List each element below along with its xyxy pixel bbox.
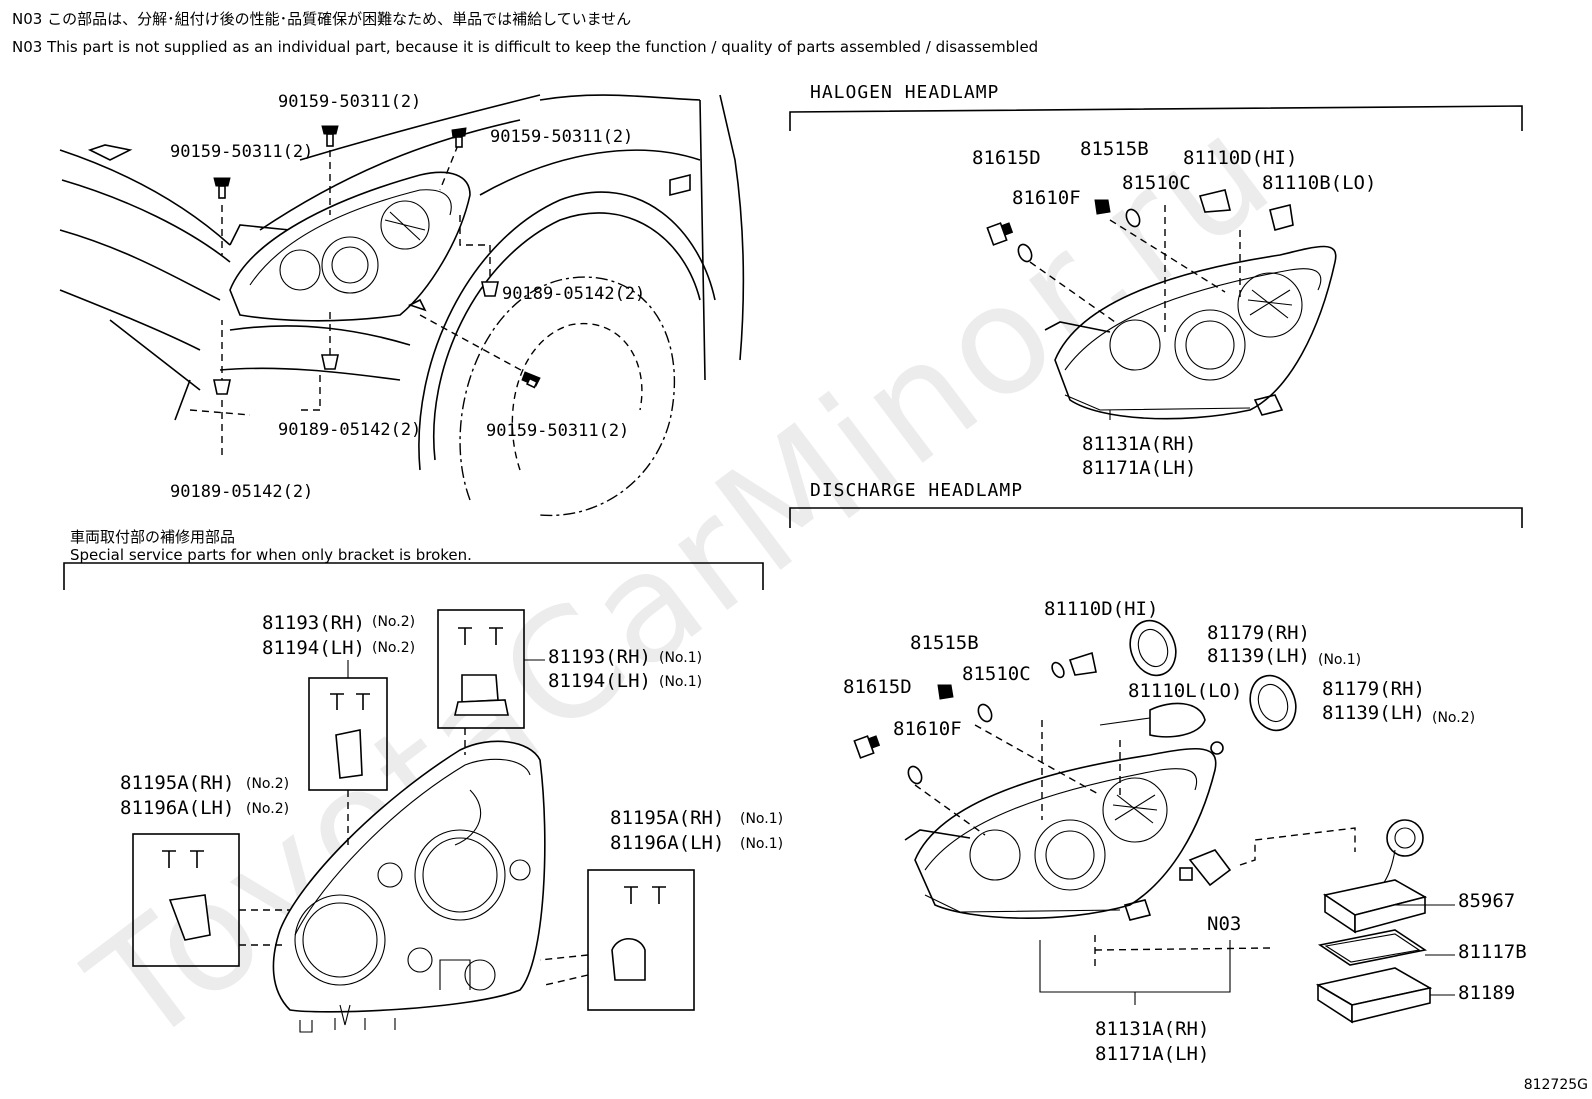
label-discharge-81179-1: 81179(RH) [1207,622,1310,644]
label-discharge-81110D: 81110D(HI) [1044,598,1159,620]
label-mount-4: 90189-05142(2) [502,284,646,304]
label-mount-2: 90159-50311(2) [490,127,634,147]
label-discharge-81179-2: 81179(RH) [1322,678,1425,700]
halogen-headlamp-illustration [986,189,1337,420]
figure-id: 812725G [1523,1077,1588,1093]
label-mount-6: 90159-50311(2) [486,421,630,441]
label-svc-81195A-2: 81195A(RH) [120,772,235,794]
label-svc-81196A-1-no: (No.1) [740,836,784,852]
label-svc-81193-1: 81193(RH) [548,646,651,668]
label-svc-81193-1-no: (No.1) [659,650,703,666]
discharge-headlamp-illustration [853,619,1455,1024]
label-halogen-81615D: 81615D [972,147,1041,169]
label-discharge-81131A: 81131A(RH) [1095,1018,1210,1040]
label-svc-81196A-2-no: (No.2) [246,801,290,817]
label-svc-81194-1: 81194(LH) [548,670,651,692]
label-svc-81193-2-no: (No.2) [372,614,416,630]
label-discharge-no1: (No.1) [1318,652,1362,668]
label-mount-7: 90189-05142(2) [170,482,314,502]
label-discharge-81510C: 81510C [962,663,1031,685]
label-discharge-81117B: 81117B [1458,941,1527,963]
label-discharge-N03: N03 [1207,913,1242,935]
label-mount-3: 90159-50311(2) [170,142,314,162]
label-svc-81195A-2-no: (No.2) [246,776,290,792]
screw-icons [162,627,666,904]
note-jp: N03 この部品は、分解･組付け後の性能･品質確保が困難なため、単品では補給して… [12,10,632,28]
bracket-service-illustration [132,609,695,1033]
label-discharge-81615D: 81615D [843,676,912,698]
label-svc-81194-2: 81194(LH) [262,637,365,659]
discharge-title: DISCHARGE HEADLAMP [810,480,1024,501]
note-en: N03 This part is not supplied as an indi… [12,38,1039,56]
service-title-jp: 車両取付部の補修用部品 [70,528,236,546]
label-discharge-no2: (No.2) [1432,710,1476,726]
label-svc-81193-2: 81193(RH) [262,612,365,634]
label-halogen-81610F: 81610F [1012,187,1081,209]
label-mount-1: 90159-50311(2) [278,92,422,112]
label-discharge-81189: 81189 [1458,982,1516,1004]
label-discharge-81110L: 81110L(LO) [1128,680,1243,702]
label-discharge-81610F: 81610F [893,718,962,740]
label-svc-81195A-1-no: (No.1) [740,811,784,827]
label-mount-5: 90189-05142(2) [278,420,422,440]
label-halogen-81171A: 81171A(LH) [1082,457,1197,479]
fastener-icons [213,125,541,395]
label-halogen-81131A: 81131A(RH) [1082,433,1197,455]
label-svc-81194-2-no: (No.2) [372,640,416,656]
label-discharge-81139-2: 81139(LH) [1322,702,1425,724]
label-svc-81196A-1: 81196A(LH) [610,832,725,854]
label-discharge-81171A: 81171A(LH) [1095,1043,1210,1065]
car-front-illustration [59,94,745,517]
label-discharge-81139-1: 81139(LH) [1207,645,1310,667]
label-halogen-81510C: 81510C [1122,172,1191,194]
halogen-title: HALOGEN HEADLAMP [810,82,1000,103]
label-discharge-85967: 85967 [1458,890,1516,912]
label-halogen-81110D: 81110D(HI) [1183,147,1298,169]
service-title-en: Special service parts for when only brac… [70,546,472,564]
label-svc-81194-1-no: (No.1) [659,674,703,690]
label-discharge-81515B: 81515B [910,632,979,654]
label-halogen-81515B: 81515B [1080,138,1149,160]
label-svc-81196A-2: 81196A(LH) [120,797,235,819]
label-halogen-81110B: 81110B(LO) [1262,172,1377,194]
label-svc-81195A-1: 81195A(RH) [610,807,725,829]
